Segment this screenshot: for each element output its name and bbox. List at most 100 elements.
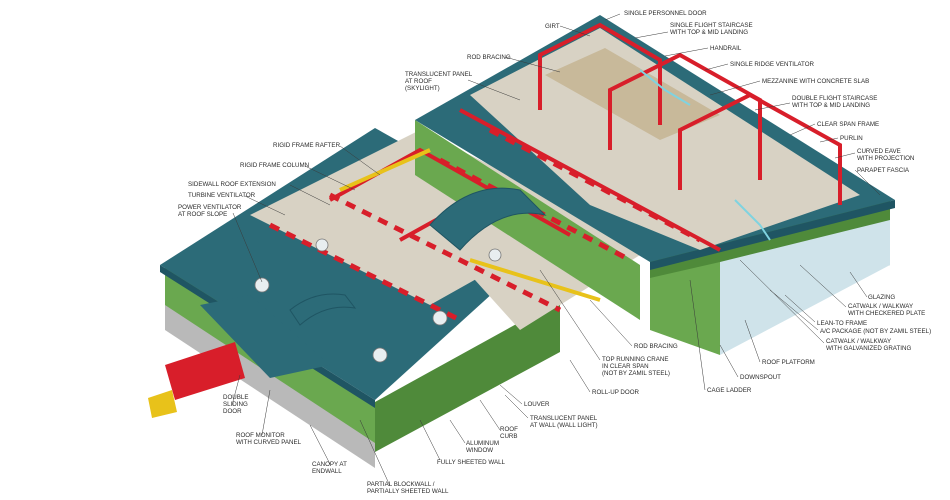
glazing-wall — [720, 220, 890, 355]
label-double-flight-staircase-2: WITH TOP & MID LANDING — [792, 102, 870, 109]
label-partial-blockwall-1: PARTIAL BLOCKWALL / — [367, 481, 435, 488]
label-girt: GIRT — [545, 23, 560, 30]
label-catwalk-checkered-1: CATWALK / WALKWAY — [848, 303, 913, 310]
label-parapet-fascia: PARAPET FASCIA — [857, 167, 910, 174]
leader-lines — [231, 13, 881, 487]
roof-monitor-curved — [429, 187, 547, 251]
canopy-at-endwall — [200, 295, 330, 378]
label-single-flight-staircase-1: SINGLE FLIGHT STAIRCASE — [670, 22, 753, 29]
svg-text:MEZZANINE WITH CONCRETE SLAB: MEZZANINE WITH CONCRETE SLAB — [762, 78, 869, 85]
label-rigid-frame-rafter: RIGID FRAME RAFTER — [273, 142, 341, 149]
label-top-running-crane-1: TOP RUNNING CRANE — [602, 356, 668, 363]
label-aluminum-window-2: WINDOW — [466, 447, 493, 454]
label-roll-up-door: ROLL-UP DOOR — [592, 389, 640, 396]
label-top-running-crane-3: (NOT BY ZAMIL STEEL) — [602, 370, 670, 377]
svg-text:LOUVER: LOUVER — [524, 401, 550, 408]
label-curved-eave-2: WITH PROJECTION — [857, 155, 914, 162]
label-rod-bracing-top: ROD BRACING — [467, 54, 511, 61]
svg-text:PARTIAL BLOCKWALL /PARTIALLY S: PARTIAL BLOCKWALL /PARTIALLY SHEETED WAL… — [367, 481, 449, 495]
label-translucent-panel-wall-2: AT WALL (WALL LIGHT) — [530, 422, 598, 429]
label-louver: LOUVER — [524, 401, 550, 408]
svg-text:GIRT: GIRT — [545, 23, 560, 30]
label-catwalk-galvanized-1: CATWALK / WALKWAY — [826, 338, 891, 345]
label-canopy-endwall-1: CANOPY AT — [312, 461, 347, 468]
label-downspout: DOWNSPOUT — [740, 374, 781, 381]
svg-text:SINGLE RIDGE VENTILATOR: SINGLE RIDGE VENTILATOR — [730, 61, 815, 68]
svg-text:HANDRAIL: HANDRAIL — [710, 45, 742, 52]
label-double-sliding-door-3: DOOR — [223, 408, 242, 415]
label-roof-platform: ROOF PLATFORM — [762, 359, 815, 366]
label-power-ventilator-2: AT ROOF SLOPE — [178, 211, 227, 218]
label-curved-eave-1: CURVED EAVE — [857, 148, 901, 155]
label-clear-span-frame: CLEAR SPAN FRAME — [817, 121, 879, 128]
label-lean-to-frame: LEAN-TO FRAME — [817, 320, 867, 327]
labels: SINGLE PERSONNEL DOOR SINGLE FLIGHT STAI… — [178, 10, 931, 495]
left-building-blockwall — [165, 305, 375, 468]
svg-text:ROD BRACING: ROD BRACING — [467, 54, 511, 61]
label-partial-blockwall-2: PARTIALLY SHEETED WALL — [367, 488, 449, 495]
svg-text:RIGID FRAME RAFTER: RIGID FRAME RAFTER — [273, 142, 341, 149]
label-translucent-panel-roof-1: TRANSLUCENT PANEL — [405, 71, 473, 78]
svg-text:ROLL-UP DOOR: ROLL-UP DOOR — [592, 389, 640, 396]
label-translucent-panel-roof-3: (SKYLIGHT) — [405, 85, 440, 92]
main-building-front-wall — [415, 120, 640, 320]
svg-text:SINGLE PERSONNEL DOOR: SINGLE PERSONNEL DOOR — [624, 10, 707, 17]
main-roof-eave — [650, 200, 895, 270]
mezzanine-slab — [545, 48, 720, 140]
label-aluminum-window-1: ALUMINUM — [466, 440, 499, 447]
svg-text:A/C PACKAGE (NOT BY ZAMIL STEE: A/C PACKAGE (NOT BY ZAMIL STEEL) — [820, 328, 931, 335]
label-turbine-ventilator: TURBINE VENTILATOR — [188, 192, 256, 199]
label-roof-monitor-2: WITH CURVED PANEL — [236, 439, 302, 446]
truck — [148, 342, 245, 418]
label-power-ventilator-1: POWER VENTILATOR — [178, 204, 242, 211]
label-double-flight-staircase-1: DOUBLE FLIGHT STAIRCASE — [792, 95, 877, 102]
svg-text:PURLIN: PURLIN — [840, 135, 863, 142]
svg-text:FULLY SHEETED WALL: FULLY SHEETED WALL — [437, 459, 506, 466]
label-single-flight-staircase-2: WITH TOP & MID LANDING — [670, 29, 748, 36]
label-double-sliding-door-1: DOUBLE — [223, 394, 248, 401]
label-purlin: PURLIN — [840, 135, 863, 142]
crane — [339, 148, 601, 302]
label-fully-sheeted-wall: FULLY SHEETED WALL — [437, 459, 506, 466]
label-single-personnel-door: SINGLE PERSONNEL DOOR — [624, 10, 707, 17]
label-translucent-panel-roof-2: AT ROOF — [405, 78, 432, 85]
label-handrail: HANDRAIL — [710, 45, 742, 52]
svg-text:GLAZING: GLAZING — [868, 294, 895, 301]
label-rigid-frame-column: RIGID FRAME COLUMN — [240, 162, 309, 169]
label-cage-ladder: CAGE LADDER — [707, 387, 752, 394]
staircase — [639, 69, 771, 241]
lean-to-wall — [650, 262, 720, 355]
svg-text:SIDEWALL ROOF EXTENSION: SIDEWALL ROOF EXTENSION — [188, 181, 276, 188]
label-translucent-panel-wall-1: TRANSLUCENT PANEL — [530, 415, 598, 422]
svg-text:DOWNSPOUT: DOWNSPOUT — [740, 374, 781, 381]
label-ac-package: A/C PACKAGE (NOT BY ZAMIL STEEL) — [820, 328, 931, 335]
label-rod-bracing-wall: ROD BRACING — [634, 343, 678, 350]
label-double-sliding-door-2: SLIDING — [223, 401, 248, 408]
svg-text:ROOF PLATFORM: ROOF PLATFORM — [762, 359, 815, 366]
roof-monitor-small — [289, 293, 357, 326]
svg-text:PARAPET FASCIA: PARAPET FASCIA — [857, 167, 910, 174]
roof-ventilators — [254, 238, 502, 363]
label-canopy-endwall-2: ENDWALL — [312, 468, 342, 475]
svg-text:CLEAR SPAN FRAME: CLEAR SPAN FRAME — [817, 121, 879, 128]
svg-text:LEAN-TO FRAME: LEAN-TO FRAME — [817, 320, 867, 327]
label-catwalk-checkered-2: WITH CHECKERED PLATE — [848, 310, 925, 317]
svg-text:ROD BRACING: ROD BRACING — [634, 343, 678, 350]
svg-text:CAGE LADDER: CAGE LADDER — [707, 387, 752, 394]
building-illustration — [148, 15, 895, 468]
svg-text:TURBINE VENTILATOR: TURBINE VENTILATOR — [188, 192, 256, 199]
label-single-ridge-ventilator: SINGLE RIDGE VENTILATOR — [730, 61, 815, 68]
